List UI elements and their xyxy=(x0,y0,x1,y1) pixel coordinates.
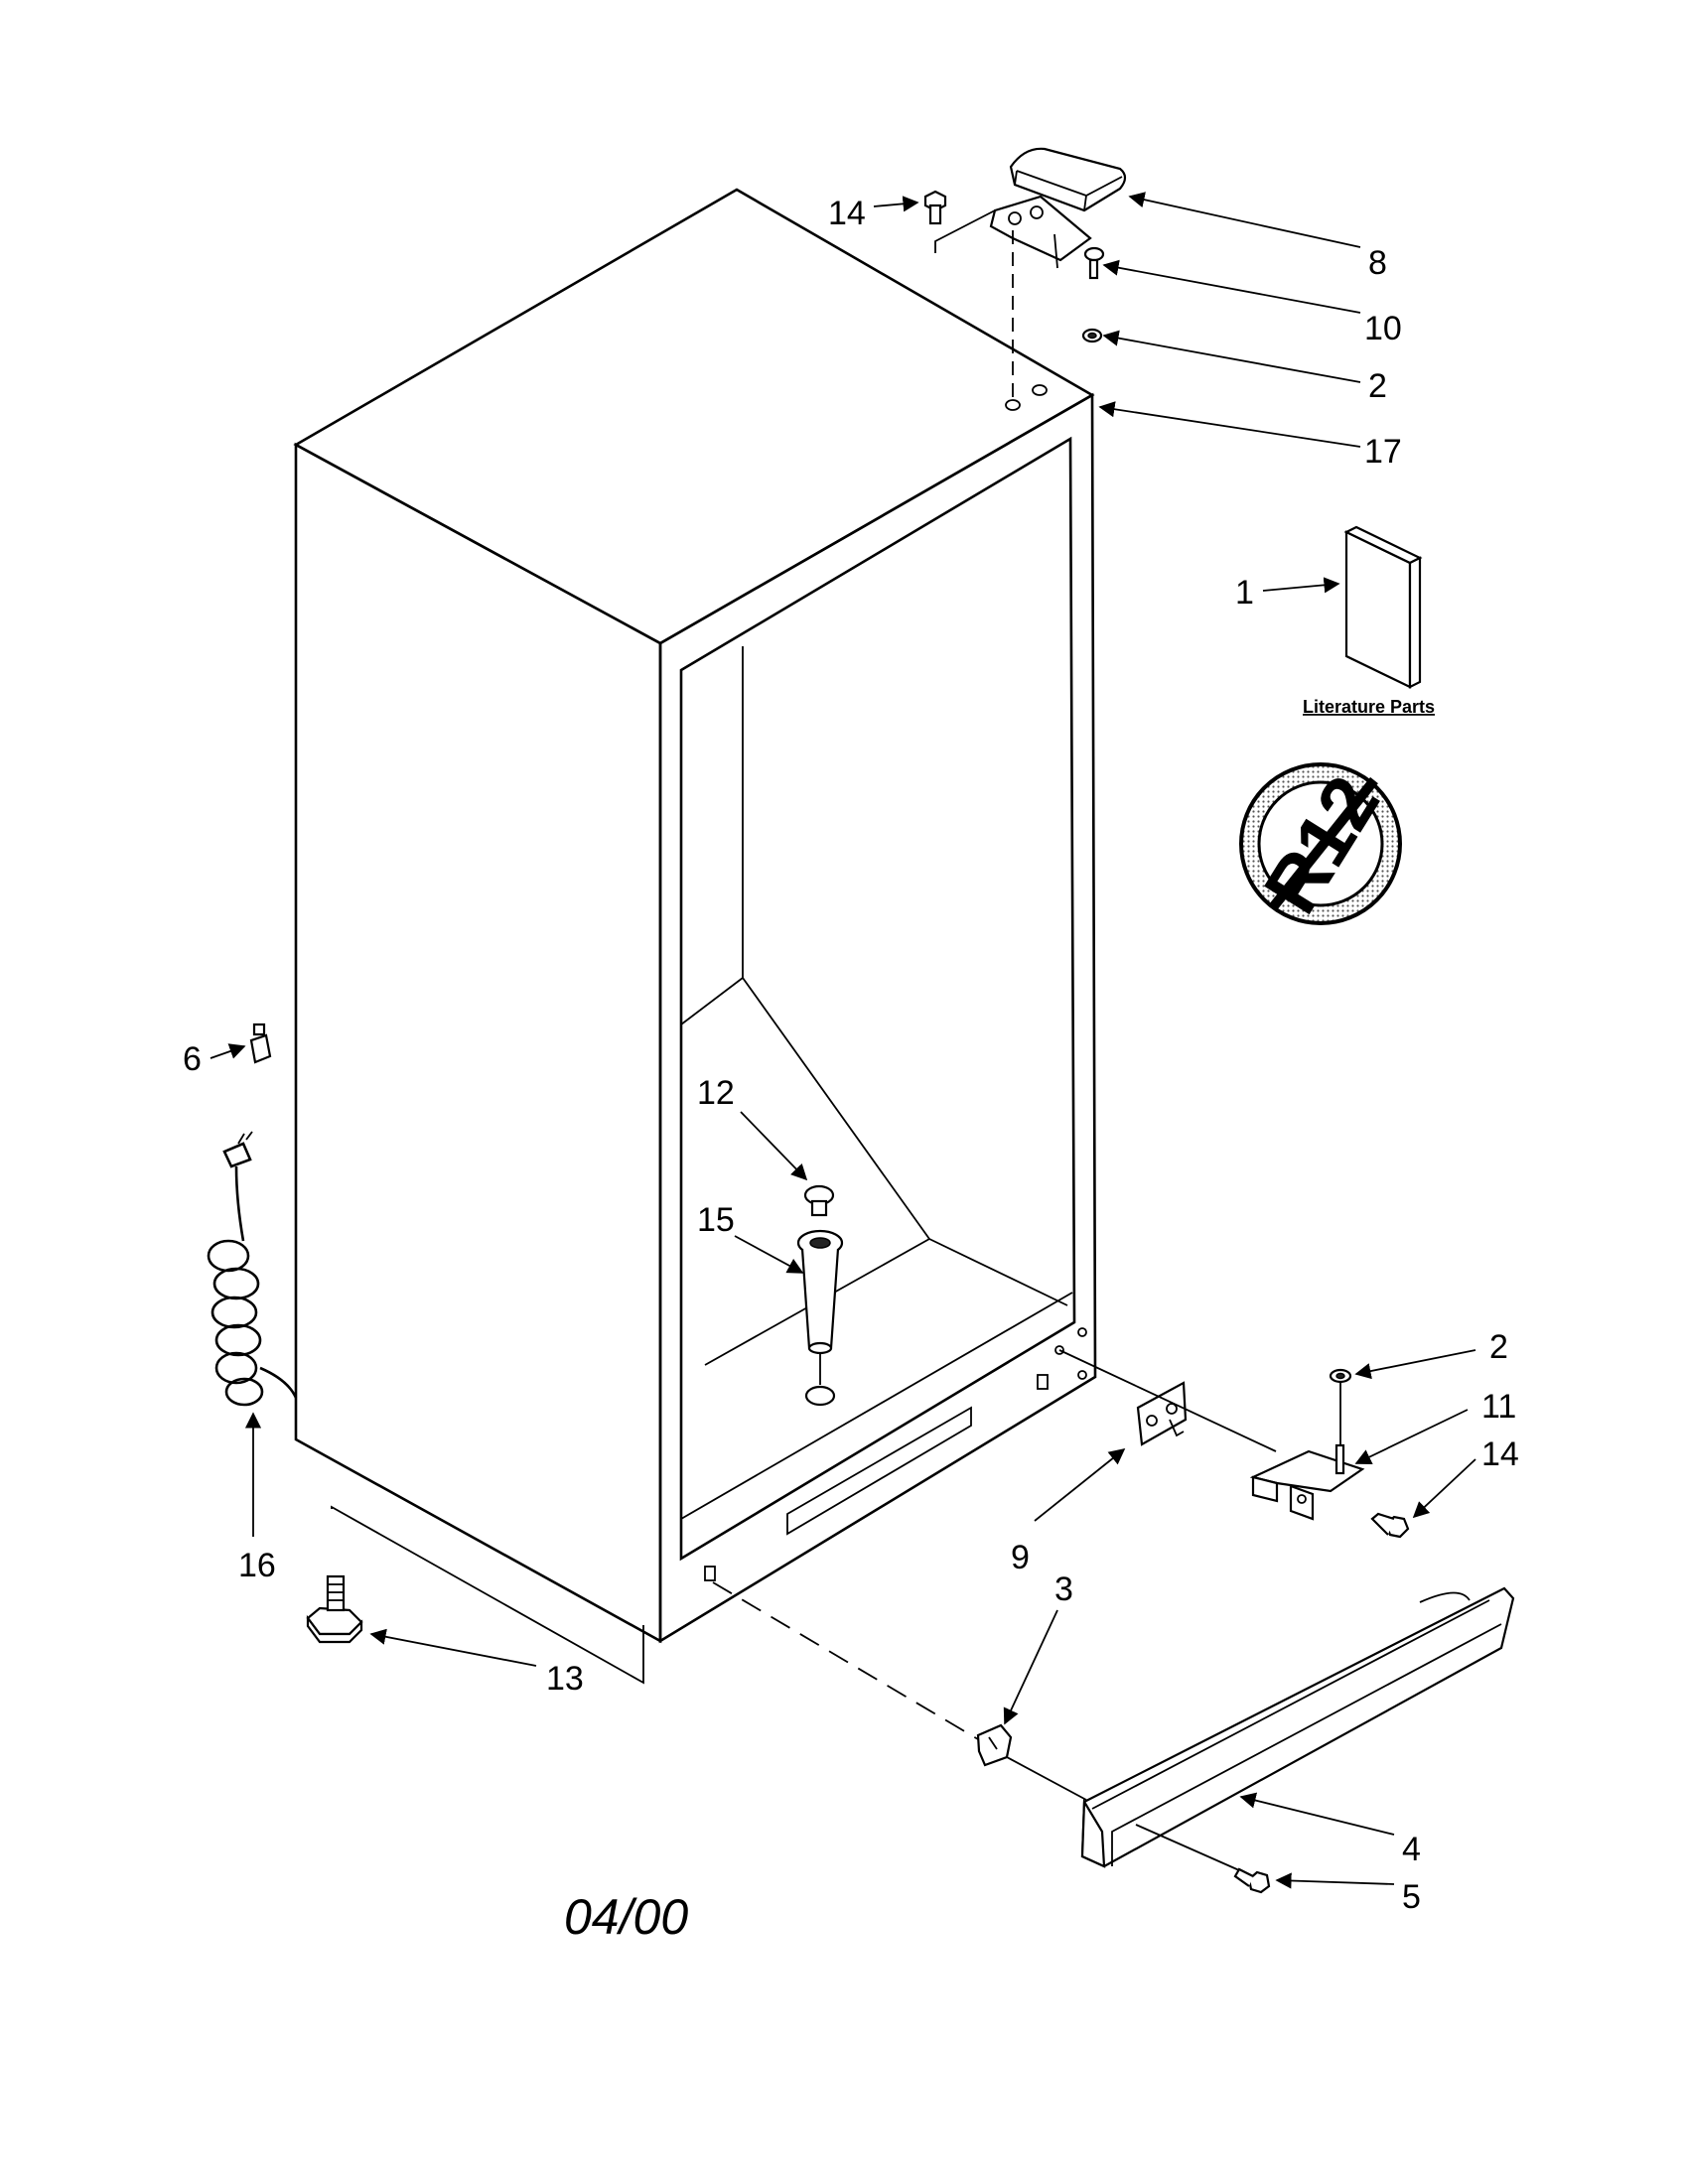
clip-alignment-line xyxy=(712,1581,979,1740)
lower-hinge-shim xyxy=(1136,1381,1188,1446)
drain-tube xyxy=(796,1229,844,1407)
callout-8: 8 xyxy=(1368,244,1387,282)
callout-6: 6 xyxy=(183,1040,202,1078)
door-switch xyxy=(249,1023,272,1064)
callout-2-top: 2 xyxy=(1368,367,1387,405)
literature-parts-label: Literature Parts xyxy=(1303,697,1435,717)
callout-14-top: 14 xyxy=(828,195,866,232)
lower-hinge-alignment-line xyxy=(1058,1349,1277,1452)
callout-17: 17 xyxy=(1364,433,1402,471)
callout-1: 1 xyxy=(1235,574,1254,612)
top-hinge-screw xyxy=(923,190,947,225)
literature-book xyxy=(1343,525,1423,689)
power-cord xyxy=(207,1131,298,1407)
callout-15: 15 xyxy=(697,1201,735,1239)
callout-3: 3 xyxy=(1054,1570,1073,1608)
drain-plug xyxy=(803,1184,835,1217)
lower-hinge-washer xyxy=(1329,1368,1352,1384)
toe-grille xyxy=(1080,1586,1515,1868)
callout-2-bottom: 2 xyxy=(1489,1328,1508,1366)
top-hinge-washer xyxy=(1081,328,1103,343)
callout-11: 11 xyxy=(1481,1388,1516,1426)
leveling-leg xyxy=(306,1505,644,1685)
date-code: 04/00 xyxy=(564,1889,688,1945)
callout-12: 12 xyxy=(697,1074,735,1112)
callout-4: 4 xyxy=(1402,1831,1421,1868)
cabinet-body xyxy=(293,188,1097,1644)
clip-to-grille-line xyxy=(1006,1756,1087,1801)
callout-9: 9 xyxy=(1011,1539,1030,1576)
lower-hinge-screw xyxy=(1370,1512,1410,1539)
screw-alignment-line xyxy=(1135,1824,1240,1871)
top-hinge-pin xyxy=(1083,246,1105,280)
grille-screw xyxy=(1233,1867,1271,1894)
callout-10: 10 xyxy=(1364,310,1402,347)
leader-lines xyxy=(210,192,1476,1889)
no-r12-symbol: R12 xyxy=(1239,761,1402,928)
callout-14-bottom: 14 xyxy=(1481,1435,1519,1473)
top-hinge-cover xyxy=(1009,147,1127,212)
callout-16: 16 xyxy=(238,1547,276,1584)
callout-5: 5 xyxy=(1402,1878,1421,1916)
top-hinge-bracket xyxy=(934,195,1092,269)
callout-13: 13 xyxy=(546,1660,584,1698)
grille-clip xyxy=(976,1723,1013,1767)
lower-hinge-bracket xyxy=(1249,1382,1365,1521)
